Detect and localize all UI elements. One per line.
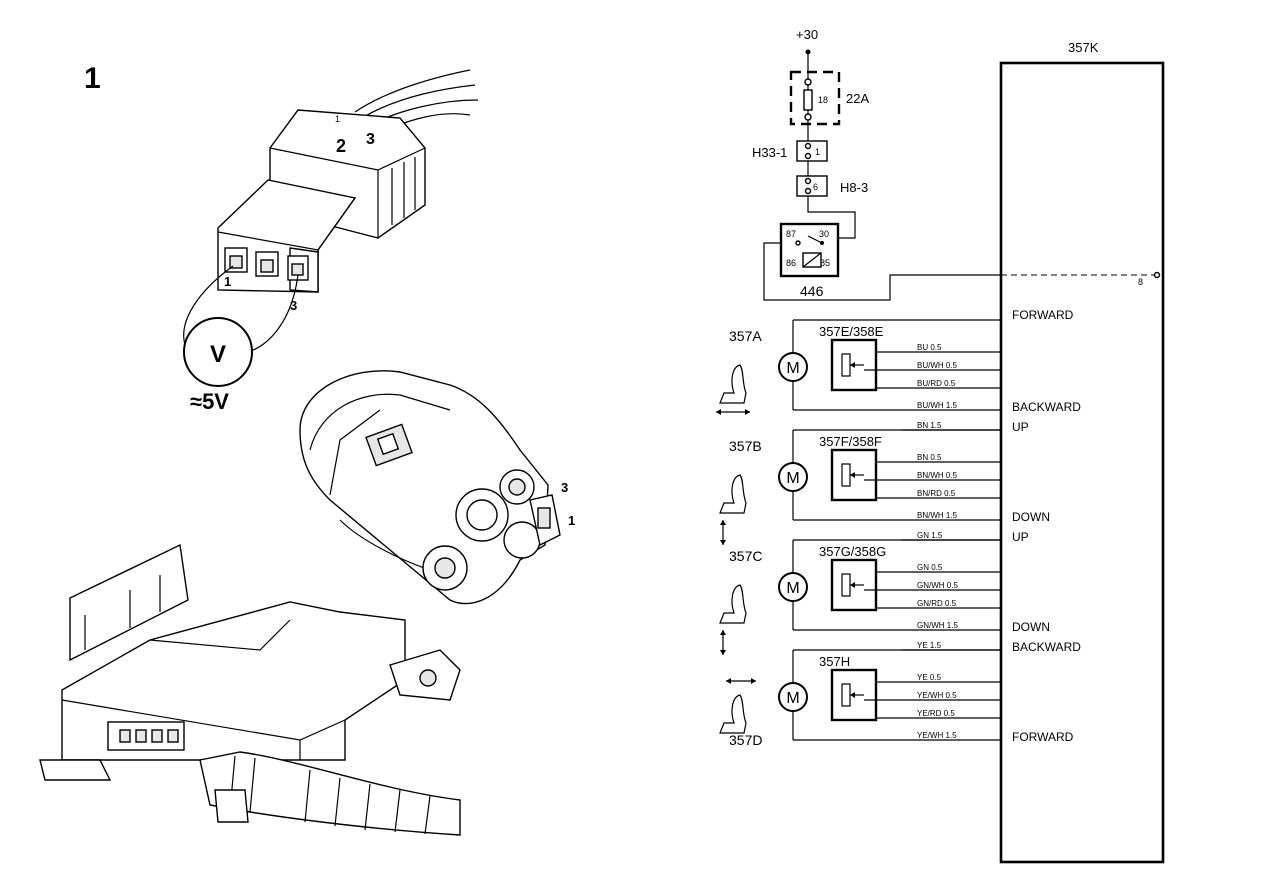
motor-label-357d: 357D [729, 732, 762, 748]
potentiometer-357a [841, 353, 851, 377]
motor-357c [778, 572, 808, 602]
sensor-callout-3: 3 [561, 480, 568, 495]
fn-label-357d-1: FORWARD [1012, 730, 1074, 744]
voltmeter-symbol: V [210, 341, 226, 368]
motor-label-357a: 357A [729, 328, 762, 344]
sensor-label-357c: 357G/358G [819, 544, 886, 559]
motor-blocks: FORWARD M 357A 357E/358E BU 0.5BU/WH 0.5BU/R… [716, 308, 1081, 748]
sensor-wire-label-357d-1: YE 0.5 [917, 673, 942, 682]
sensor-wire-label-357d-3: YE/RD 0.5 [917, 709, 955, 718]
relay-pin-85: 85 [820, 258, 830, 268]
module-label: 357K [1068, 40, 1099, 55]
seat-icon-357a [719, 364, 747, 404]
fn-label-357a-2: UP [1012, 420, 1029, 434]
connector-h33: 1 [796, 140, 828, 162]
motor-symbol-357c: M [786, 580, 799, 597]
voltmeter: V [183, 317, 253, 387]
relay-pin-86: 86 [786, 258, 796, 268]
sensor-wire-label-357c-3: GN/RD 0.5 [917, 599, 957, 608]
arrow-heads-357b [720, 520, 726, 545]
potentiometer-357d [841, 683, 851, 707]
voltage-reading: ≈5V [190, 389, 229, 414]
sensor-label-357d: 357H [819, 654, 850, 669]
sensor-wire-label-357d-2: YE/WH 0.5 [917, 691, 957, 700]
relay-pin-87: 87 [786, 229, 796, 239]
drive-wire-label-357c-1: GN/WH 1.5 [917, 621, 958, 630]
fuse-number: 18 [818, 95, 828, 105]
fuse-id: 22A [846, 91, 869, 106]
sensor-wire-label-357b-2: BN/WH 0.5 [917, 471, 958, 480]
potentiometer-357b [841, 463, 851, 487]
motor-symbol-357a: M [786, 360, 799, 377]
motor-label-357b: 357B [729, 438, 762, 454]
sensor-wire-label-357a-2: BU/WH 0.5 [917, 361, 958, 370]
h33-label: H33-1 [752, 145, 787, 160]
connector-h8: 6 [796, 175, 828, 197]
h8-pin: 6 [813, 182, 818, 192]
drive-wire-label-357c-2: YE 1.5 [917, 641, 942, 650]
module-pin-8: 8 [1138, 277, 1143, 287]
callout-pin-1: 1 [224, 274, 231, 289]
motor-symbol-357b: M [786, 470, 799, 487]
motor-357b [778, 462, 808, 492]
wiper-arrow-357d [850, 692, 855, 698]
sensor-illustration: 3 1 [299, 370, 575, 605]
motor-symbol-357d: M [786, 690, 799, 707]
sensor-wire-label-357b-1: BN 0.5 [917, 453, 942, 462]
wiper-arrow-357c [850, 582, 855, 588]
relay-pin-30: 30 [819, 229, 829, 239]
fn-label-357b-1: DOWN [1012, 510, 1050, 524]
fn-label-357c-1: DOWN [1012, 620, 1050, 634]
sensor-wire-label-357a-1: BU 0.5 [917, 343, 942, 352]
connector-illustration: 1 2 3 1 3 [183, 69, 479, 353]
control-unit-illustration [39, 543, 461, 836]
fuse-22a: 18 [789, 70, 841, 126]
supply-label: +30 [796, 27, 818, 42]
drive-wire-label-357a-1: BU/WH 1.5 [917, 401, 958, 410]
potentiometer-357c [841, 573, 851, 597]
connector-pin-3-label: 3 [366, 131, 375, 148]
relay-446: 87 30 86 85 [779, 222, 840, 278]
fn-label-357a-1: BACKWARD [1012, 400, 1081, 414]
motor-357a [778, 352, 808, 382]
h33-pin: 1 [815, 147, 820, 157]
fn-label-top-357a: FORWARD [1012, 308, 1074, 322]
sensor-label-357b: 357F/358F [819, 434, 882, 449]
motor-357d [778, 682, 808, 712]
wiper-arrow-357b [850, 472, 855, 478]
seat-icon-357d [719, 694, 747, 734]
seat-icon-357b [719, 474, 747, 514]
callout-pin-3: 3 [290, 298, 297, 313]
figure-number: 1 [84, 62, 101, 95]
sensor-label-357a: 357E/358E [819, 324, 884, 339]
drive-wire-label-357b-1: BN/WH 1.5 [917, 511, 958, 520]
connector-pin-2-label: 2 [336, 136, 346, 156]
sensor-callout-1: 1 [568, 513, 575, 528]
sensor-wire-label-357a-3: BU/RD 0.5 [917, 379, 956, 388]
sensor-wire-label-357c-2: GN/WH 0.5 [917, 581, 958, 590]
sensor-wire-label-357c-1: GN 0.5 [917, 563, 943, 572]
drive-wire-label-357b-2: GN 1.5 [917, 531, 943, 540]
sensor-wire-label-357b-3: BN/RD 0.5 [917, 489, 956, 498]
motor-label-357c: 357C [729, 548, 762, 564]
fn-label-357c-2: BACKWARD [1012, 640, 1081, 654]
wiper-arrow-357a [850, 362, 855, 368]
arrow-heads-357c [720, 630, 726, 655]
relay-label: 446 [800, 283, 824, 299]
drive-wire-label-357d-1: YE/WH 1.5 [917, 731, 957, 740]
drive-wire-label-357a-2: BN 1.5 [917, 421, 942, 430]
fn-label-357b-2: UP [1012, 530, 1029, 544]
h8-label: H8-3 [840, 180, 868, 195]
seat-icon-357c [719, 584, 747, 624]
connector-pin-1-label: 1 [335, 114, 340, 124]
